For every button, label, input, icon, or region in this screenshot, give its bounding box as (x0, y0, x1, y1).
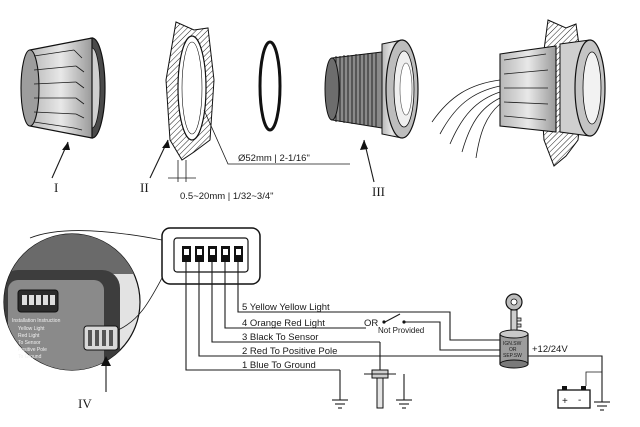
wire-4-label: 4 Orange Red Light (242, 318, 325, 329)
switch-lever (384, 313, 401, 323)
o-ring (258, 40, 282, 132)
wire-4-orange (224, 262, 366, 329)
part-III-threaded-body (324, 39, 419, 139)
panel-thickness-label: 0.5~20mm | 1/32~3/4" (180, 191, 274, 202)
part-II-arrowhead (162, 140, 170, 148)
not-provided-label: Not Provided (378, 326, 424, 335)
relay-line-2: OR (509, 347, 517, 353)
inset-line-2: Red Light (18, 333, 40, 339)
wire-2-red (198, 262, 372, 357)
relay-line-1: IGN.SW (503, 341, 522, 347)
part-I-label: I (54, 180, 58, 195)
sender-sensor (360, 341, 396, 409)
wire-to-battery-positive (528, 355, 603, 392)
back-view-inset (3, 233, 141, 371)
hole-diameter-leader (203, 109, 350, 165)
ground-symbol-2 (396, 374, 412, 409)
battery-minus: - (578, 395, 581, 406)
hole-diameter-label: Ø52mm | 2-1/16" (238, 153, 310, 164)
inset-title: Installation Instruction (12, 318, 61, 324)
ignition-key-icon (505, 293, 523, 333)
inset-line-4: Positive Pole (18, 347, 47, 353)
ignition-switch (499, 329, 529, 369)
power-label: +12/24V (532, 344, 568, 355)
wire-harness (185, 262, 372, 371)
ground-symbol-1 (332, 370, 348, 409)
part-I-nut (20, 37, 106, 139)
inset-line-3: To Sensor (18, 340, 41, 346)
battery-icon (557, 371, 602, 409)
wire-1-label: 1 Blue To Ground (242, 360, 316, 371)
assembled-gauge (431, 19, 606, 167)
part-II-panel (165, 21, 215, 161)
wire-5-yellow (237, 262, 372, 313)
wire-1-blue (185, 262, 340, 371)
battery-plus: + (562, 396, 568, 407)
ground-symbol-3 (594, 392, 610, 411)
part-I-arrowhead (62, 142, 70, 150)
wire-to-relay-switch (404, 321, 500, 351)
inset-line-5: To Ground (18, 354, 42, 360)
part-III-arrowhead (360, 140, 368, 150)
part-IV-arrowhead (101, 356, 111, 366)
part-III-label: III (372, 184, 385, 199)
connector-block (161, 227, 261, 285)
part-II-label: II (140, 180, 149, 195)
or-label: OR (364, 318, 378, 329)
part-IV-label: IV (78, 396, 92, 411)
wire-3-label: 3 Black To Sensor (242, 332, 318, 343)
inset-leader-top (29, 230, 163, 241)
inset-leader-bottom (117, 277, 163, 331)
wire-to-relay-yellow (372, 311, 500, 341)
inset-line-1: Yellow Light (18, 326, 45, 332)
wire-2-label: 2 Red To Positive Pole (242, 346, 337, 357)
relay-line-3: SEP.SW (503, 353, 522, 359)
wire-5-label: 5 Yellow Yellow Light (242, 302, 330, 313)
switch-contact-left (382, 320, 386, 324)
wire-3-black (211, 262, 360, 343)
